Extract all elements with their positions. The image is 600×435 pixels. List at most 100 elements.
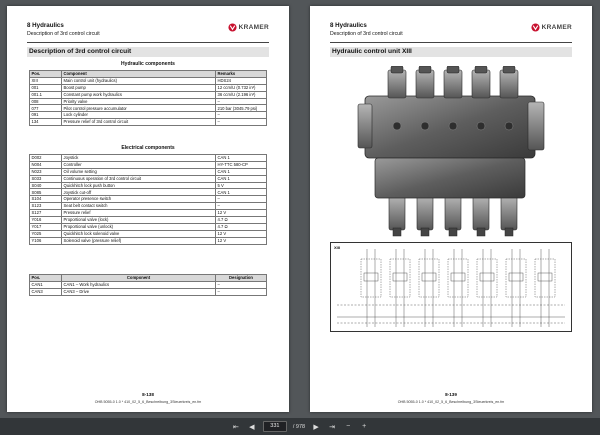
page-number-input[interactable]: 331 (262, 421, 287, 432)
cell-pos: Y017 (29, 222, 62, 231)
cell-pos: S123 (29, 202, 62, 211)
hydraulic-schematic: XIII (330, 242, 572, 332)
electrical-heading: Electrical components (121, 145, 175, 151)
cell-pos: 077 (29, 104, 62, 113)
col-header-component: Component (61, 70, 216, 78)
kramer-logo-icon (228, 23, 237, 32)
cell-remarks: 12 V (215, 236, 267, 245)
page-header: 8 Hydraulics Description of 3rd control … (330, 20, 572, 43)
cell-pos: 091 (29, 111, 62, 120)
page-header: 8 Hydraulics Description of 3rd control … (27, 20, 269, 43)
cell-remarks: – (215, 111, 267, 120)
schematic-valve-section (389, 249, 411, 327)
first-page-button[interactable]: ⇤ (232, 423, 239, 431)
schematic-valve-section (447, 249, 469, 327)
schematic-valve-section (476, 249, 498, 327)
cell-pos: S104 (29, 195, 62, 204)
cell-pos: 001.1 (29, 90, 62, 99)
cell-pos: N023 (29, 167, 62, 176)
cell-pos: XIII (29, 76, 62, 85)
cell-pos: N004 (29, 160, 62, 169)
cell-remarks: – (215, 118, 267, 127)
col-header-remarks: Remarks (215, 70, 267, 78)
cell-remarks: 5 V (215, 181, 267, 190)
cell-pos: Y106 (29, 236, 62, 245)
cell-component: Priority valve (61, 97, 216, 106)
cell-pos: CAN1 (29, 280, 62, 289)
cell-remarks: HY-TTC 580-CP (215, 160, 267, 169)
valve-spool-section (499, 66, 519, 237)
cell-remarks: – (215, 287, 267, 296)
cell-component: Solenoid valve (pressure relief) (61, 236, 216, 245)
cell-component: Operator presence switch (61, 195, 216, 204)
cell-component: Continuous operation of 3rd control circ… (61, 174, 216, 183)
next-page-button[interactable]: ▶ (313, 423, 319, 431)
cell-pos: Y016 (29, 216, 62, 224)
cell-component: Controller (61, 160, 216, 169)
cell-remarks: CAN 1 (215, 167, 267, 176)
cell-remarks: HDS24 (215, 76, 267, 85)
section-title: 8 Hydraulics (330, 22, 367, 29)
page-number: 8-138 (142, 392, 154, 397)
cell-component: Pilot control pressure accumulator (61, 104, 216, 113)
section-subtitle: Description of 3rd control circuit (330, 31, 403, 37)
cell-component: Main control unit (hydraulics) (61, 76, 216, 85)
cell-remarks: – (215, 280, 267, 289)
last-page-button[interactable]: ⇥ (329, 423, 336, 431)
cell-component: Oil volume setting (61, 167, 216, 176)
cell-pos: 001 (29, 83, 62, 92)
file-name: OHB 5055-0 1.0 * 410_02_5_6_Beschreibung… (94, 400, 202, 404)
cell-component: Lock cylinder (61, 111, 216, 120)
file-name: OHB 5055-0 1.0 * 410_02_5_6_Beschreibung… (397, 400, 505, 404)
can-header-component: Component (61, 274, 216, 282)
can-header-designation: Designation (215, 274, 267, 282)
brand-name: KRAMER (541, 24, 572, 31)
kramer-logo-icon (531, 23, 540, 32)
cell-component: Joystick cut-off (61, 188, 216, 197)
cell-remarks: 4.7 Ω (215, 222, 267, 231)
section-title: 8 Hydraulics (27, 22, 64, 29)
cell-pos: S033 (29, 174, 62, 183)
cell-component: Pressure relief (61, 209, 216, 218)
hydraulic-heading: Hydraulic components (121, 61, 175, 67)
cell-component: CAN3 – Drive (61, 287, 216, 296)
section-subtitle: Description of 3rd control circuit (27, 31, 100, 37)
schematic-valve-section (418, 249, 440, 327)
can-header-pos: Pos. (29, 274, 62, 282)
schematic-valve-section (360, 249, 382, 327)
page-number: 8-139 (445, 392, 457, 397)
cell-pos: 008 (29, 97, 62, 106)
cell-pos: 134 (29, 118, 62, 127)
cell-remarks: – (215, 97, 267, 106)
total-pages: / 978 (292, 423, 306, 430)
prev-page-button[interactable]: ◀ (249, 423, 255, 431)
cell-component: Constant pump work hydraulics (61, 90, 216, 99)
kramer-logo: KRAMER (531, 23, 572, 32)
cell-remarks: CAN 1 (215, 154, 267, 162)
pdf-toolbar: ⇤ ◀ 331 / 978 ▶ ⇥ − + (0, 418, 600, 435)
zoom-in-button[interactable]: + (362, 423, 367, 430)
cell-pos: S040 (29, 181, 62, 190)
cell-component: CAN1 – Work hydraulics (61, 280, 216, 289)
cell-remarks: 36 ccm/U (2.196 in³) (215, 90, 267, 99)
left-page: 8 Hydraulics Description of 3rd control … (7, 6, 289, 412)
zoom-out-button[interactable]: − (346, 423, 351, 430)
brand-name: KRAMER (238, 24, 269, 31)
valve-spool-section (471, 66, 491, 237)
schematic-valve-section (534, 249, 556, 327)
cell-pos: Y025 (29, 229, 62, 238)
page-title: Hydraulic control unit XIII (330, 47, 572, 57)
cell-pos: S127 (29, 209, 62, 218)
